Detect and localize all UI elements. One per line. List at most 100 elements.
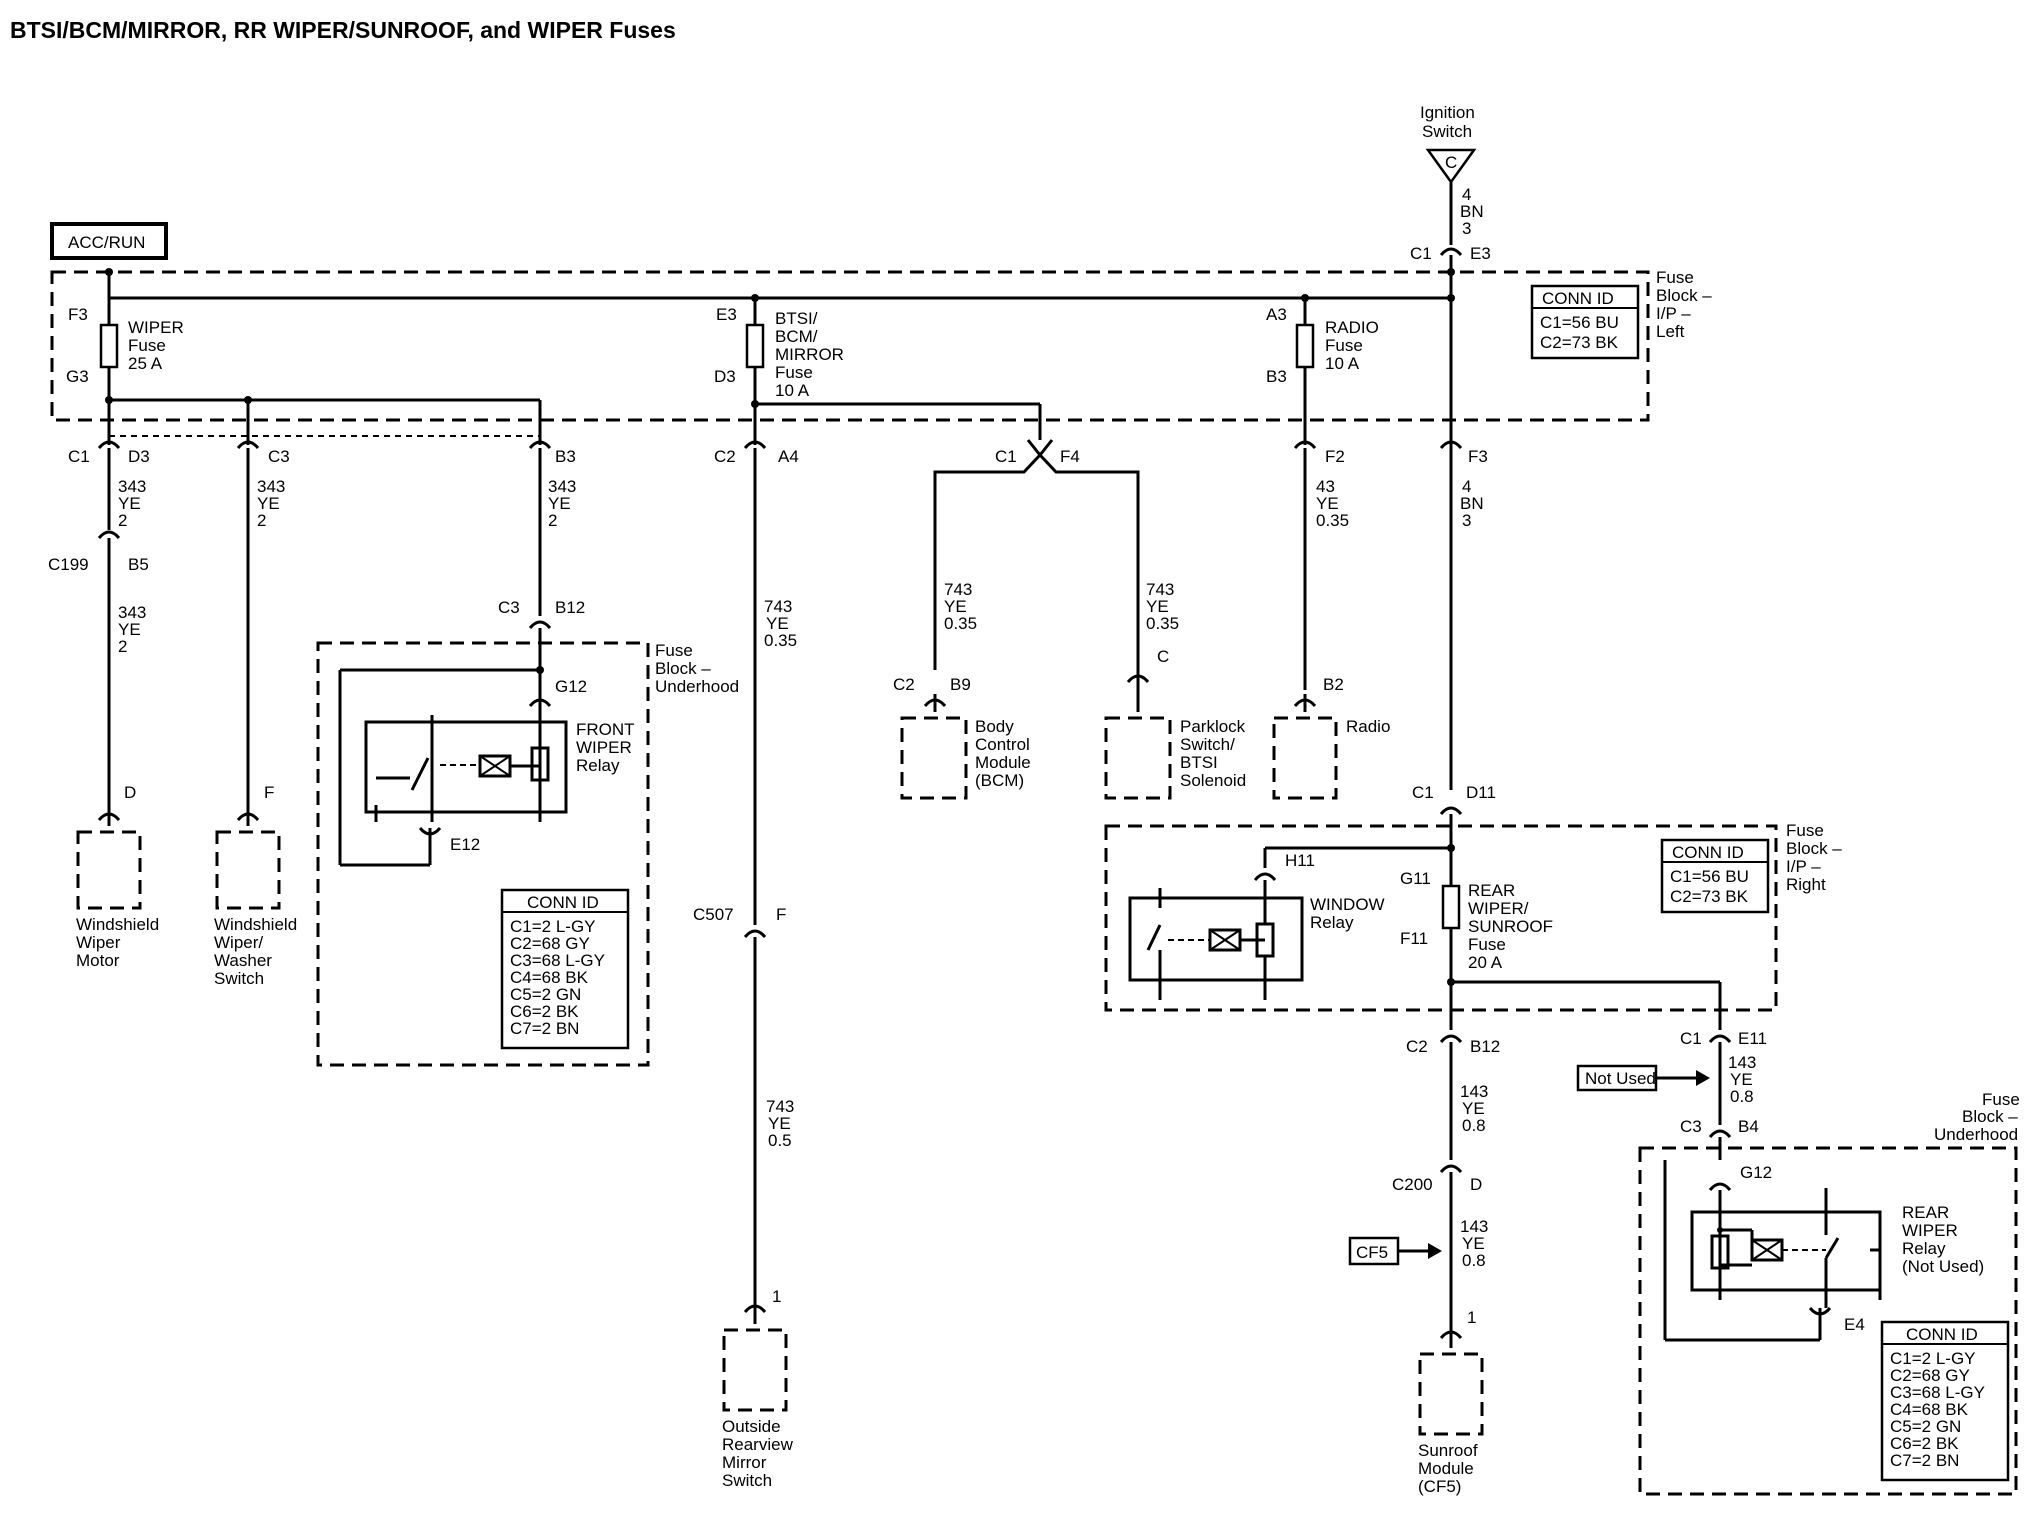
ign-wire-color: BN — [1460, 202, 1484, 221]
w143c-col: YE — [1730, 1070, 1753, 1089]
w743b-c: 743 — [766, 1097, 794, 1116]
fb-right-l1: Fuse — [1786, 821, 1824, 840]
w4bn-g: 3 — [1462, 511, 1471, 530]
w143c-c: 143 — [1728, 1053, 1756, 1072]
mirror-l2: Rearview — [722, 1435, 794, 1454]
wiper-fuse-l2: Fuse — [128, 336, 166, 355]
mirror-l4: Switch — [722, 1471, 772, 1490]
park-l2: Switch/ — [1180, 735, 1235, 754]
fb-uh-right-l3: Underhood — [1934, 1125, 2018, 1144]
fb-left-l2: Block – — [1656, 286, 1712, 305]
sunroof-l2: Module — [1418, 1459, 1474, 1478]
w343c-g: 2 — [548, 511, 557, 530]
btsi-fuse-l1: BTSI/ — [775, 309, 818, 328]
conn-id-uh-r1: C2=68 GY — [510, 934, 590, 953]
c2-b12-p: B12 — [1470, 1037, 1500, 1056]
w4bn-col: BN — [1460, 494, 1484, 513]
f3-p: F3 — [1468, 447, 1488, 466]
wiper-fuse-bottom: G3 — [66, 367, 89, 386]
conn-id-uhr-r6: C7=2 BN — [1890, 1451, 1959, 1470]
rw-fuse-l5: 20 A — [1468, 953, 1503, 972]
rear-wiper-relay-l3: Relay — [1902, 1239, 1946, 1258]
park-l4: Solenoid — [1180, 771, 1246, 790]
h11: H11 — [1285, 851, 1315, 870]
ignition-switch-label-1: Ignition — [1420, 103, 1475, 122]
sunroof-box — [1418, 1352, 1484, 1436]
conn-id-underhood-right-box — [1880, 1320, 2010, 1482]
front-wiper-l1: FRONT — [576, 720, 635, 739]
c2-a4-c: C2 — [714, 447, 736, 466]
ignition-terminal: C — [1445, 153, 1457, 172]
c2-b9-c: C2 — [893, 675, 915, 694]
c200-p: D — [1470, 1175, 1482, 1194]
conn-id-uh-r5: C6=2 BK — [510, 1002, 579, 1021]
washer-l4: Switch — [214, 969, 264, 988]
c3-b4-c: C3 — [1680, 1117, 1702, 1136]
fb-right-l4: Right — [1786, 875, 1826, 894]
ign-wire-circuit: 4 — [1462, 185, 1471, 204]
w343a-g: 2 — [118, 511, 127, 530]
motor-d: D — [124, 783, 136, 802]
washer-l3: Washer — [214, 951, 272, 970]
conn-id-uhr-r4: C5=2 GN — [1890, 1417, 1961, 1436]
radio-fuse-l1: RADIO — [1325, 318, 1379, 337]
conn-id-uh-r4: C5=2 GN — [510, 985, 581, 1004]
btsi-fuse — [745, 323, 765, 369]
conn-id-uhr-title: CONN ID — [1906, 1325, 1978, 1344]
conn-id-ip-left-title: CONN ID — [1542, 289, 1614, 308]
w343a-c: 343 — [118, 477, 146, 496]
w743bcm-col: YE — [944, 597, 967, 616]
conn-id-uh-r3: C4=68 BK — [510, 968, 589, 987]
conn-id-uhr-r5: C6=2 BK — [1890, 1434, 1959, 1453]
conn-top-c: C1 — [1410, 244, 1432, 263]
g12-front: G12 — [555, 677, 587, 696]
front-wiper-l3: Relay — [576, 756, 620, 775]
ignition-switch-triangle — [1425, 148, 1477, 185]
rw-fuse-l3: SUNROOF — [1468, 917, 1553, 936]
conn-top-p: E3 — [1470, 244, 1491, 263]
rear-wiper-fuse — [1441, 884, 1461, 930]
c3-b4-p: B4 — [1738, 1117, 1759, 1136]
motor-l3: Motor — [76, 951, 120, 970]
c3-p: C3 — [268, 447, 290, 466]
e12-p: E12 — [450, 835, 480, 854]
g12-rear: G12 — [1740, 1163, 1772, 1182]
sunroof-l3: (CF5) — [1418, 1477, 1461, 1496]
w43-g: 0.35 — [1316, 511, 1349, 530]
btsi-fuse-l5: 10 A — [775, 381, 810, 400]
c3-b12-p: B12 — [555, 598, 585, 617]
conn-id-uh-r6: C7=2 BN — [510, 1019, 579, 1038]
radio-fuse-bottom: B3 — [1266, 367, 1287, 386]
ign-wire-gauge: 3 — [1462, 219, 1471, 238]
w743a-g: 0.35 — [764, 631, 797, 650]
btsi-fuse-bottom: D3 — [714, 367, 736, 386]
fuse-block-underhood-right-outline — [1638, 1146, 2018, 1496]
fuse-block-underhood-left-outline — [316, 641, 650, 1067]
w143a-col: YE — [1462, 1099, 1485, 1118]
radio-fuse — [1295, 323, 1315, 369]
rear-wiper-relay-l1: REAR — [1902, 1203, 1949, 1222]
w343c-c: 343 — [548, 477, 576, 496]
c1-e11-c: C1 — [1680, 1029, 1702, 1048]
fb-uh-left-l3: Underhood — [655, 677, 739, 696]
c199-c: C199 — [48, 555, 89, 574]
fb-right-l3: I/P – — [1786, 857, 1821, 876]
w343b-col: YE — [257, 494, 280, 513]
w343d-c: 343 — [118, 603, 146, 622]
f11: F11 — [1400, 929, 1428, 948]
conn-id-ip-left-r2: C2=73 BK — [1540, 333, 1619, 352]
c2-a4-p: A4 — [778, 447, 799, 466]
rw-fuse-l4: Fuse — [1468, 935, 1506, 954]
c1-f4-c: C1 — [995, 447, 1017, 466]
fb-left-l1: Fuse — [1656, 268, 1694, 287]
fb-uh-right-l1: Fuse — [1982, 1090, 2020, 1109]
btsi-fuse-l4: Fuse — [775, 363, 813, 382]
sunroof-1: 1 — [1467, 1308, 1476, 1327]
w143b-g: 0.8 — [1462, 1251, 1486, 1270]
w743b-g: 0.5 — [768, 1131, 792, 1150]
w143a-c: 143 — [1460, 1082, 1488, 1101]
w143b-col: YE — [1462, 1234, 1485, 1253]
c1-e11-p: E11 — [1738, 1029, 1767, 1048]
fb-uh-left-l2: Block – — [655, 659, 711, 678]
